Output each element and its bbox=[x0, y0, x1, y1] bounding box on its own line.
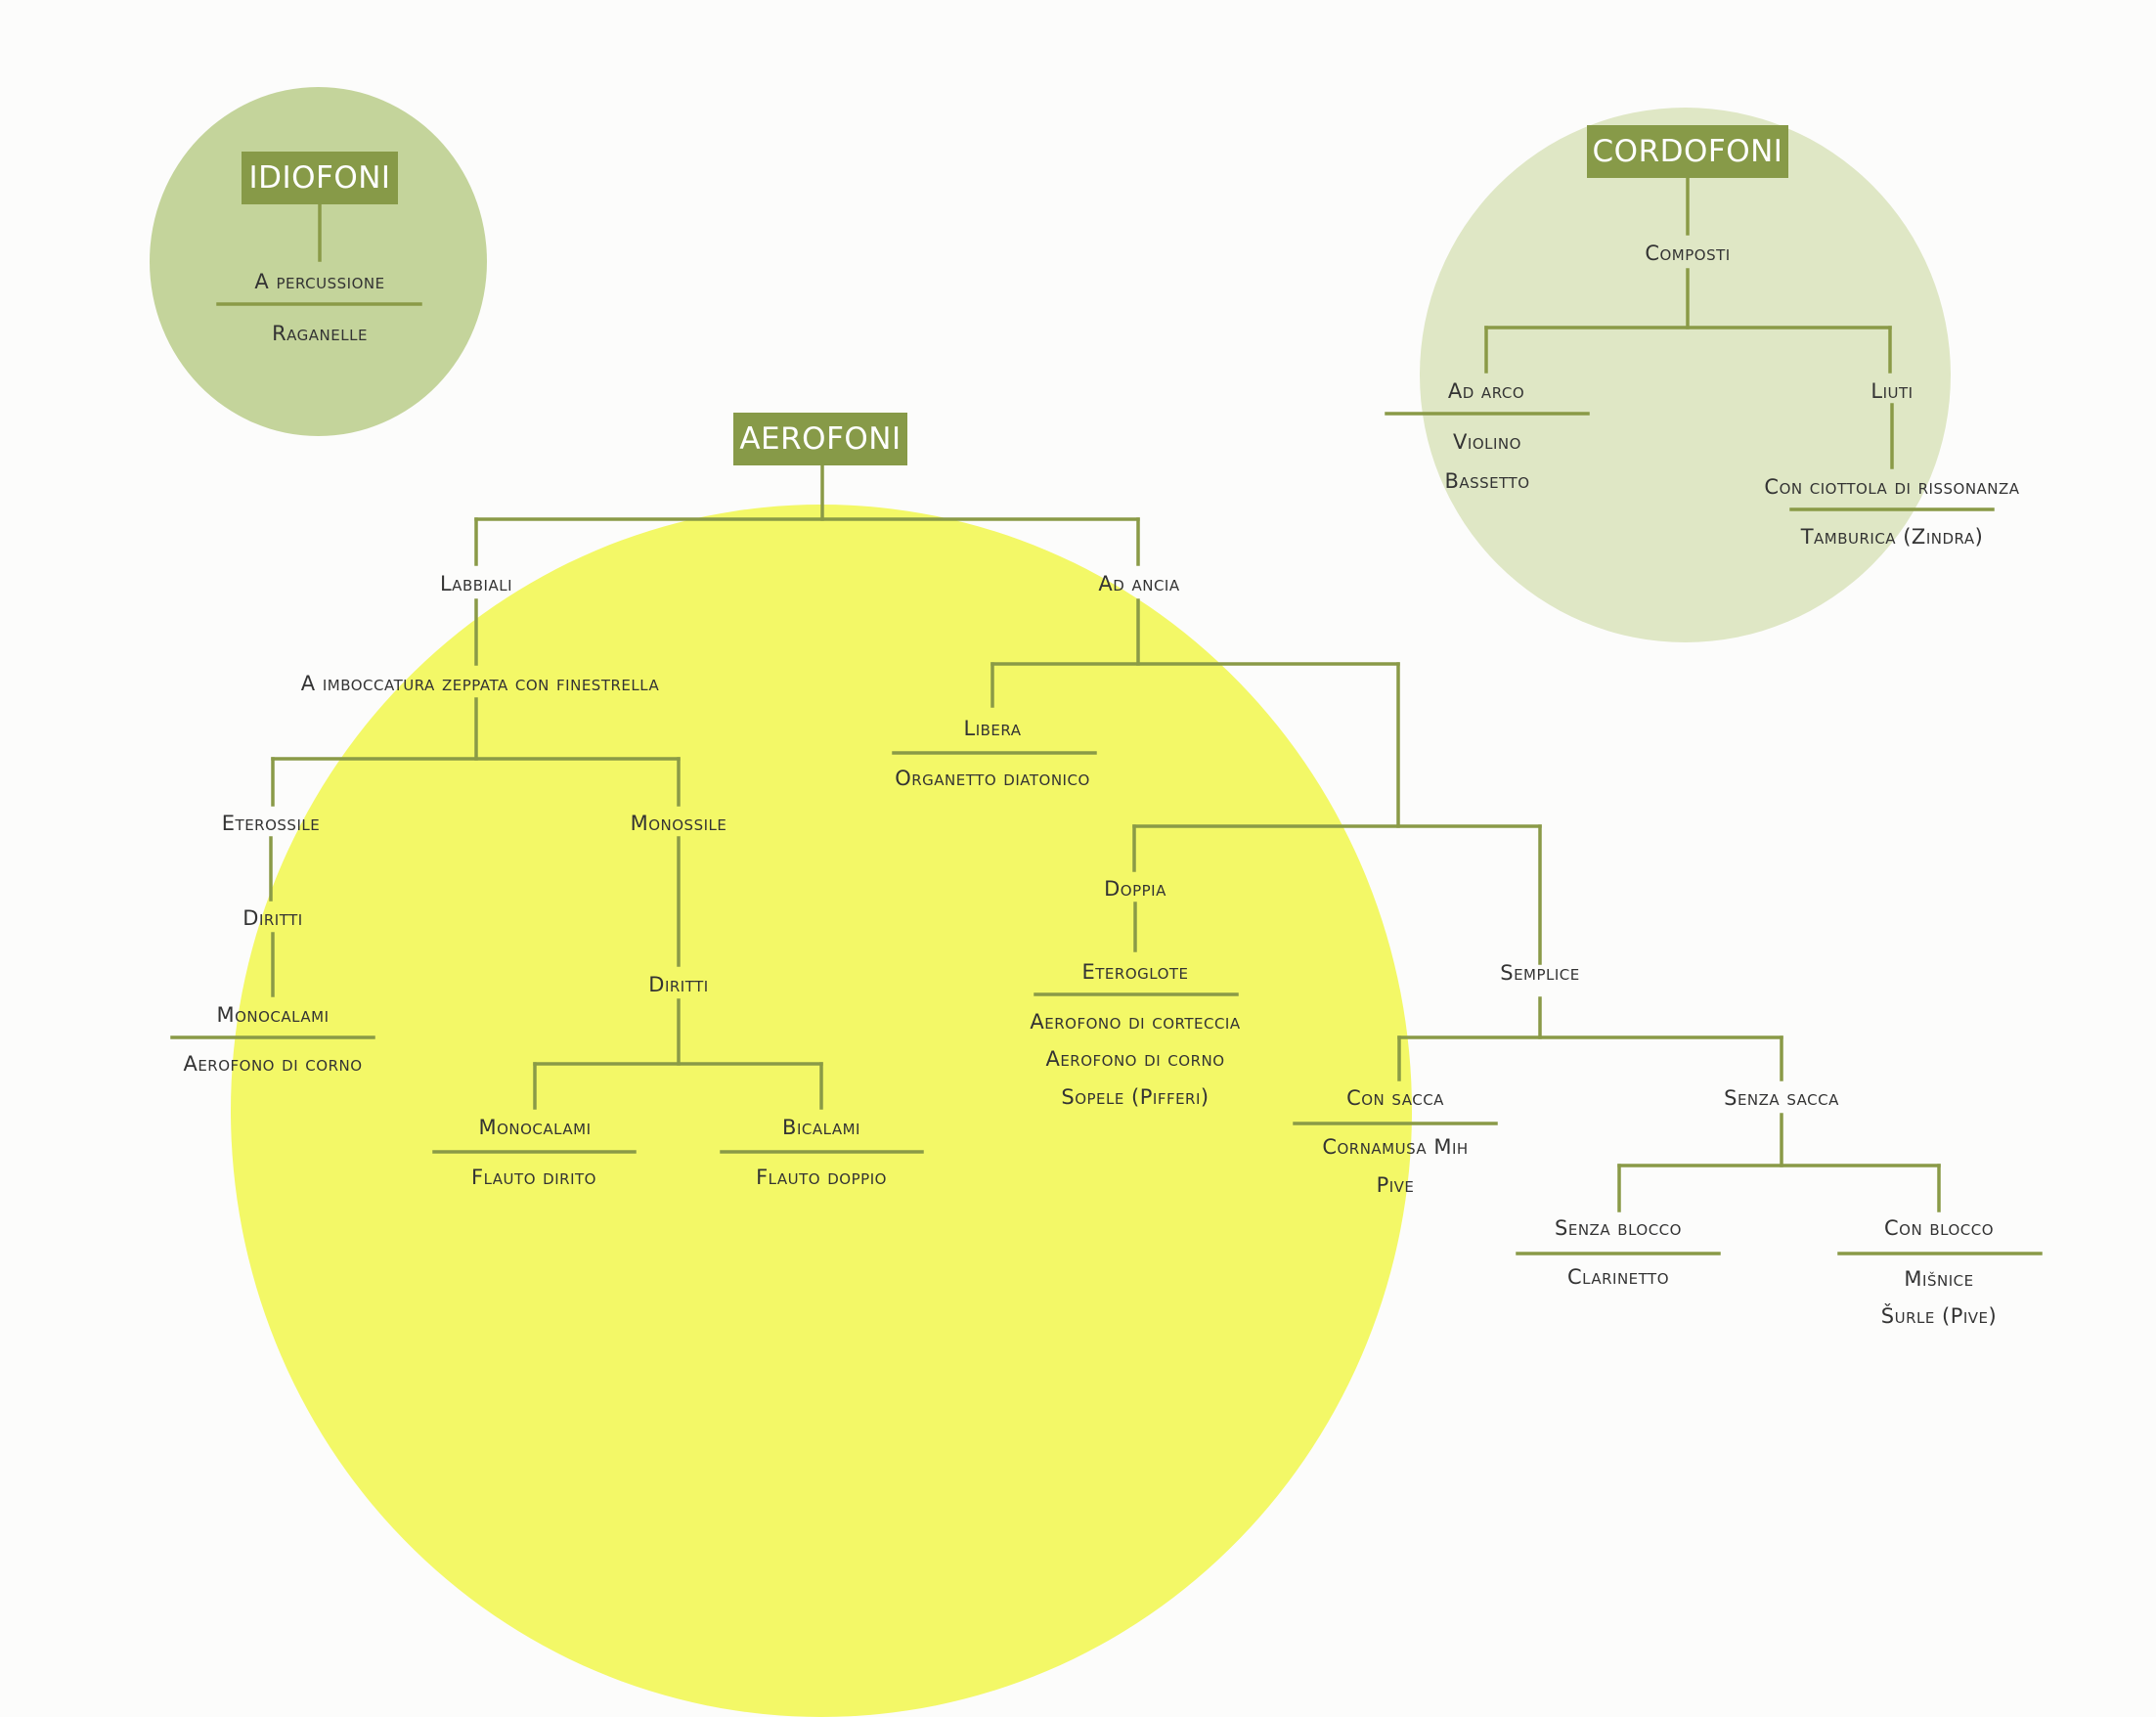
label-imboccatura: A imboccatura zeppata con finestrella bbox=[300, 672, 660, 695]
label-labbiali: Labbiali bbox=[439, 572, 512, 595]
cordofoni-header: CORDOFONI bbox=[1587, 125, 1788, 178]
label-aerofono-di-corno-2: Aerofono di corno bbox=[1045, 1047, 1225, 1071]
label-organetto: Organetto diatonico bbox=[895, 767, 1090, 790]
label-monocalami-monossile: Monocalami bbox=[478, 1116, 592, 1139]
label-clarinetto: Clarinetto bbox=[1566, 1265, 1670, 1289]
label-senza-blocco: Senza blocco bbox=[1555, 1216, 1682, 1240]
label-aerofono-di-corno-1: Aerofono di corno bbox=[183, 1052, 363, 1076]
label-violino: Violino bbox=[1453, 430, 1521, 454]
label-doppia: Doppia bbox=[1104, 877, 1166, 901]
label-raganelle: Raganelle bbox=[272, 322, 368, 345]
label-surle: Šurle (Pive) bbox=[1880, 1304, 1998, 1328]
label-monocalami-eterossile: Monocalami bbox=[216, 1003, 330, 1027]
label-diritti-monossile: Diritti bbox=[648, 973, 709, 996]
label-flauto-dirito: Flauto dirito bbox=[471, 1166, 596, 1189]
label-aerofono-di-corteccia: Aerofono di corteccia bbox=[1030, 1010, 1241, 1034]
label-con-sacca: Con sacca bbox=[1346, 1086, 1444, 1110]
label-misnice: Mišnice bbox=[1904, 1267, 1974, 1291]
label-liuti: Liuti bbox=[1870, 379, 1914, 403]
label-tamburica: Tamburica (Zindra) bbox=[1800, 525, 1984, 549]
label-pive: Pive bbox=[1376, 1173, 1415, 1197]
label-composti: Composti bbox=[1645, 242, 1731, 265]
label-bassetto: Bassetto bbox=[1444, 469, 1530, 493]
label-eterossile: Eterossile bbox=[221, 812, 321, 835]
label-ad-ancia: Ad ancia bbox=[1098, 572, 1180, 595]
label-senza-sacca: Senza sacca bbox=[1724, 1086, 1839, 1110]
label-eteroglote: Eteroglote bbox=[1081, 960, 1189, 984]
label-ad-arco: Ad arco bbox=[1447, 379, 1525, 403]
label-sopele: Sopele (Pifferi) bbox=[1061, 1085, 1210, 1109]
label-a-percussione: A percussione bbox=[254, 270, 385, 293]
label-con-blocco: Con blocco bbox=[1883, 1216, 1995, 1240]
idiofoni-header: IDIOFONI bbox=[242, 152, 398, 204]
label-con-ciottola: Con ciottola di rissonanza bbox=[1764, 475, 2020, 499]
connector-lines bbox=[170, 173, 2043, 1255]
label-cornamusa: Cornamusa Mih bbox=[1322, 1135, 1469, 1159]
aerofoni-header: AEROFONI bbox=[733, 413, 907, 465]
cordofoni-circle bbox=[1420, 108, 1951, 642]
label-bicalami: Bicalami bbox=[782, 1116, 860, 1139]
label-semplice: Semplice bbox=[1500, 961, 1580, 985]
label-flauto-doppio: Flauto doppio bbox=[756, 1166, 887, 1189]
label-libera: Libera bbox=[963, 717, 1022, 740]
label-monossile: Monossile bbox=[630, 812, 727, 835]
label-diritti-eterossile: Diritti bbox=[242, 906, 303, 930]
